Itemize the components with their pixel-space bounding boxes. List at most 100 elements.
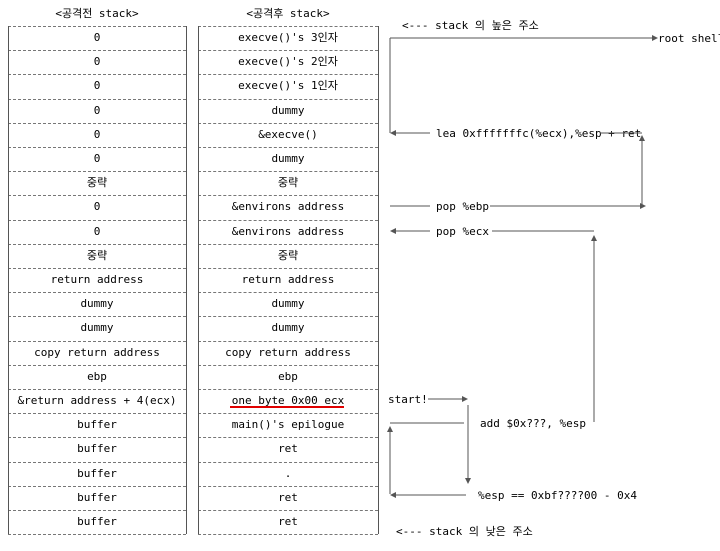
pop-ebp-label: pop %ebp: [436, 200, 489, 213]
stack-cell: &return address + 4(ecx): [17, 394, 177, 407]
row-divider: [198, 534, 378, 536]
row-divider: [8, 74, 186, 76]
stack-cell: 0: [93, 103, 101, 117]
row-divider: [8, 485, 186, 487]
arrowhead-ebp: [640, 203, 646, 209]
row-divider: [8, 98, 186, 100]
stack-cell: return address: [241, 273, 335, 286]
row-divider: [8, 292, 186, 294]
stack-border: [8, 26, 9, 535]
stack-border: [198, 26, 199, 535]
stack-cell: buffer: [77, 490, 117, 504]
row-divider: [8, 534, 186, 536]
stack-cell: 0: [93, 55, 101, 69]
row-divider: [8, 437, 186, 439]
arrowhead-esp-eq: [390, 492, 396, 498]
stack-cell: ret: [278, 515, 298, 528]
row-divider: [198, 26, 378, 27]
row-divider: [198, 389, 378, 390]
start-label: start!: [388, 393, 428, 406]
row-divider: [8, 195, 186, 197]
row-divider: [198, 147, 378, 148]
arrowhead-add-esp-up: [387, 426, 393, 432]
stack-cell: ret: [278, 442, 298, 456]
stack-cell: 0: [93, 31, 101, 44]
stack-cell: dummy: [271, 152, 305, 165]
row-divider: [198, 98, 378, 100]
left-stack-title: <공격전 stack>: [55, 7, 139, 20]
row-divider: [198, 219, 378, 221]
stack-cell: ebp: [278, 369, 298, 383]
stack-cell: copy return address: [34, 345, 160, 359]
stack-low-label: <--- stack 의 낮은 주소: [396, 525, 533, 538]
stack-cell: 중략: [86, 176, 108, 190]
row-divider: [198, 510, 378, 511]
row-divider: [8, 50, 186, 52]
arrowhead-start: [462, 396, 468, 402]
stack-cell: 0: [93, 224, 101, 238]
stack-cell: one byte 0x00 ecx: [231, 394, 345, 407]
esp-eq-label: %esp == 0xbf????00 - 0x4: [478, 489, 637, 502]
stack-cell: 중략: [277, 176, 299, 190]
row-divider: [198, 171, 378, 173]
row-divider: [198, 461, 378, 463]
row-divider: [8, 122, 186, 124]
stack-cell: execve()'s 3인자: [238, 31, 338, 44]
row-divider: [8, 389, 186, 390]
stack-cell: dummy: [271, 321, 305, 335]
stack-cell: 중략: [277, 248, 299, 262]
row-divider: [8, 26, 186, 27]
row-divider: [198, 74, 378, 76]
row-divider: [8, 268, 186, 269]
row-divider: [198, 122, 378, 124]
row-divider: [198, 292, 378, 294]
row-divider: [198, 50, 378, 52]
stack-cell: dummy: [80, 297, 114, 311]
stack-cell: copy return address: [225, 345, 351, 359]
stack-cell: 중략: [86, 248, 108, 262]
stack-cell: &environs address: [231, 224, 345, 238]
arrowhead-lea: [390, 130, 396, 136]
row-divider: [198, 268, 378, 269]
root-shell-label: root shell: [658, 32, 720, 45]
row-divider: [8, 147, 186, 148]
stack-cell: &execve(): [258, 127, 318, 141]
row-divider: [198, 437, 378, 439]
row-divider: [8, 171, 186, 173]
row-divider: [8, 243, 186, 245]
row-divider: [8, 219, 186, 221]
stack-cell: ret: [278, 490, 298, 504]
row-divider: [198, 364, 378, 366]
row-divider: [8, 510, 186, 511]
stack-cell: buffer: [77, 466, 117, 480]
stack-cell: buffer: [77, 442, 117, 456]
stack-cell: 0: [93, 79, 101, 93]
stack-cell: 0: [93, 127, 101, 141]
add-esp-label: add $0x???, %esp: [480, 417, 586, 430]
row-divider: [198, 243, 378, 245]
stack-cell: return address: [50, 273, 144, 286]
stack-cell: 0: [93, 152, 101, 165]
row-divider: [8, 461, 186, 463]
row-divider: [198, 340, 378, 342]
stack-cell: &environs address: [231, 200, 345, 214]
arrowhead-ecx-up: [591, 235, 597, 241]
stack-high-label: <--- stack 의 높은 주소: [402, 19, 539, 32]
stack-border: [186, 26, 187, 535]
row-divider: [198, 316, 378, 318]
stack-cell: execve()'s 2인자: [238, 55, 338, 69]
stack-cell: dummy: [271, 103, 305, 117]
row-divider: [198, 195, 378, 197]
arrowhead-ecx: [390, 228, 396, 234]
stack-cell: buffer: [77, 515, 117, 528]
row-divider: [8, 340, 186, 342]
stack-cell: dummy: [271, 297, 305, 311]
stack-cell: buffer: [77, 418, 117, 432]
right-stack-title: <공격후 stack>: [246, 7, 330, 20]
row-divider: [198, 485, 378, 487]
stack-cell: execve()'s 1인자: [238, 79, 338, 93]
arrowhead-start-down: [465, 478, 471, 484]
row-divider: [198, 413, 378, 415]
pop-ecx-label: pop %ecx: [436, 225, 489, 238]
